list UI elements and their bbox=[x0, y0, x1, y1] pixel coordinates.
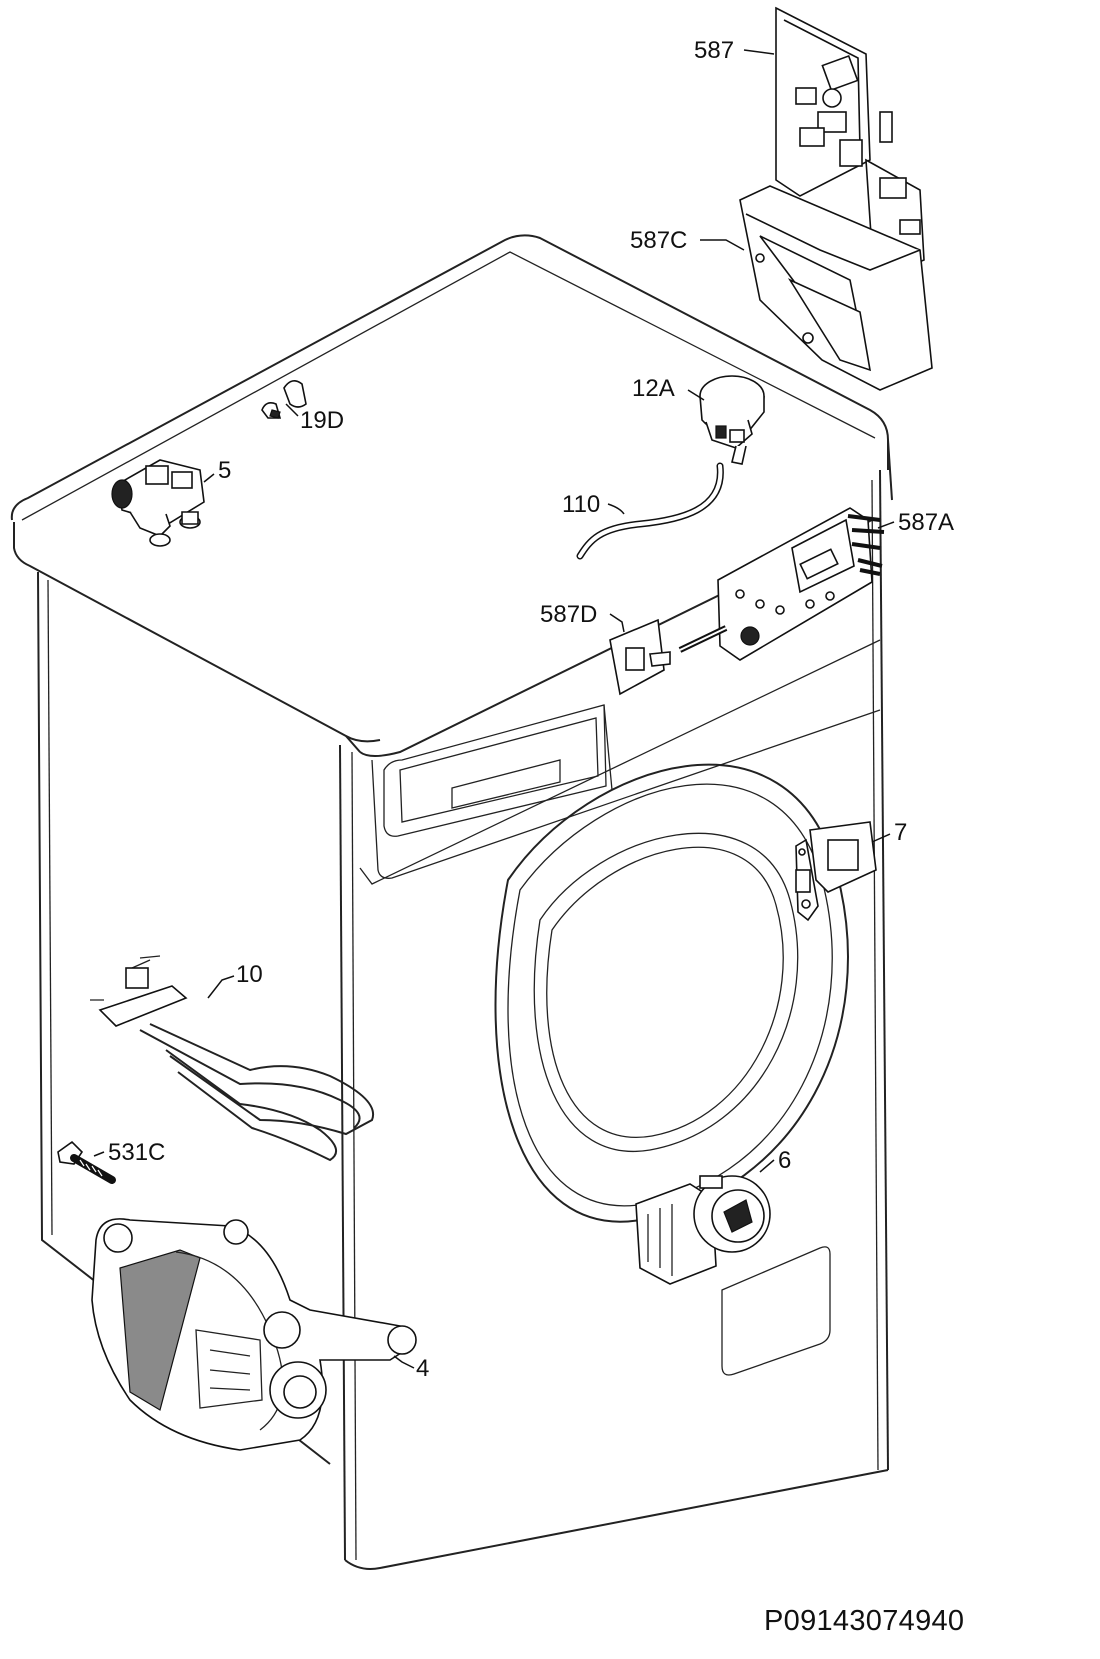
leader-587 bbox=[743, 49, 775, 55]
heating-element-10[interactable] bbox=[90, 955, 375, 1162]
clip-19D[interactable] bbox=[261, 380, 307, 419]
document-id: P09143074940 bbox=[764, 1605, 965, 1637]
leader-587D bbox=[609, 613, 625, 633]
door-lock-7[interactable] bbox=[795, 821, 877, 922]
callout-4: 4 bbox=[416, 1355, 429, 1382]
callout-587A: 587A bbox=[898, 509, 954, 536]
leader-531C bbox=[93, 1151, 105, 1157]
leader-587A bbox=[877, 521, 895, 529]
callout-7: 7 bbox=[894, 819, 907, 846]
callout-5: 5 bbox=[218, 457, 231, 484]
callout-labels: 587 587C 12A 19D 5 110 587A 587D 7 10 53… bbox=[108, 37, 954, 1382]
callout-10: 10 bbox=[236, 961, 263, 988]
callout-587C: 587C bbox=[630, 227, 687, 254]
callout-587D: 587D bbox=[540, 601, 597, 628]
display-board-587A[interactable] bbox=[678, 507, 885, 661]
callout-587: 587 bbox=[694, 37, 734, 64]
callout-531C: 531C bbox=[108, 1139, 165, 1166]
pressure-hose-110[interactable] bbox=[576, 462, 724, 560]
leader-587C bbox=[700, 239, 745, 251]
leader-4 bbox=[393, 1355, 415, 1369]
screw-531C[interactable] bbox=[57, 1140, 116, 1184]
drain-pump-6[interactable] bbox=[635, 1175, 771, 1285]
callout-110: 110 bbox=[562, 491, 600, 518]
leader-110 bbox=[607, 503, 625, 515]
leader-5 bbox=[203, 473, 215, 483]
leader-lines bbox=[93, 49, 895, 1369]
leader-6 bbox=[759, 1159, 775, 1173]
leader-7 bbox=[871, 833, 891, 843]
control-board-587[interactable] bbox=[775, 6, 925, 271]
washer-cabinet bbox=[10, 234, 893, 1570]
motor-4[interactable] bbox=[91, 1218, 417, 1451]
selector-board-587D[interactable] bbox=[609, 618, 671, 696]
leader-10 bbox=[207, 975, 235, 999]
inlet-valve-5[interactable] bbox=[111, 459, 205, 547]
leader-12A bbox=[687, 389, 705, 401]
callout-19D: 19D bbox=[300, 407, 344, 434]
leader-19D bbox=[285, 403, 299, 417]
callout-6: 6 bbox=[778, 1147, 791, 1174]
pressure-switch-12A[interactable] bbox=[699, 375, 765, 465]
callout-12A: 12A bbox=[632, 375, 675, 402]
board-housing-587C[interactable] bbox=[739, 185, 933, 391]
